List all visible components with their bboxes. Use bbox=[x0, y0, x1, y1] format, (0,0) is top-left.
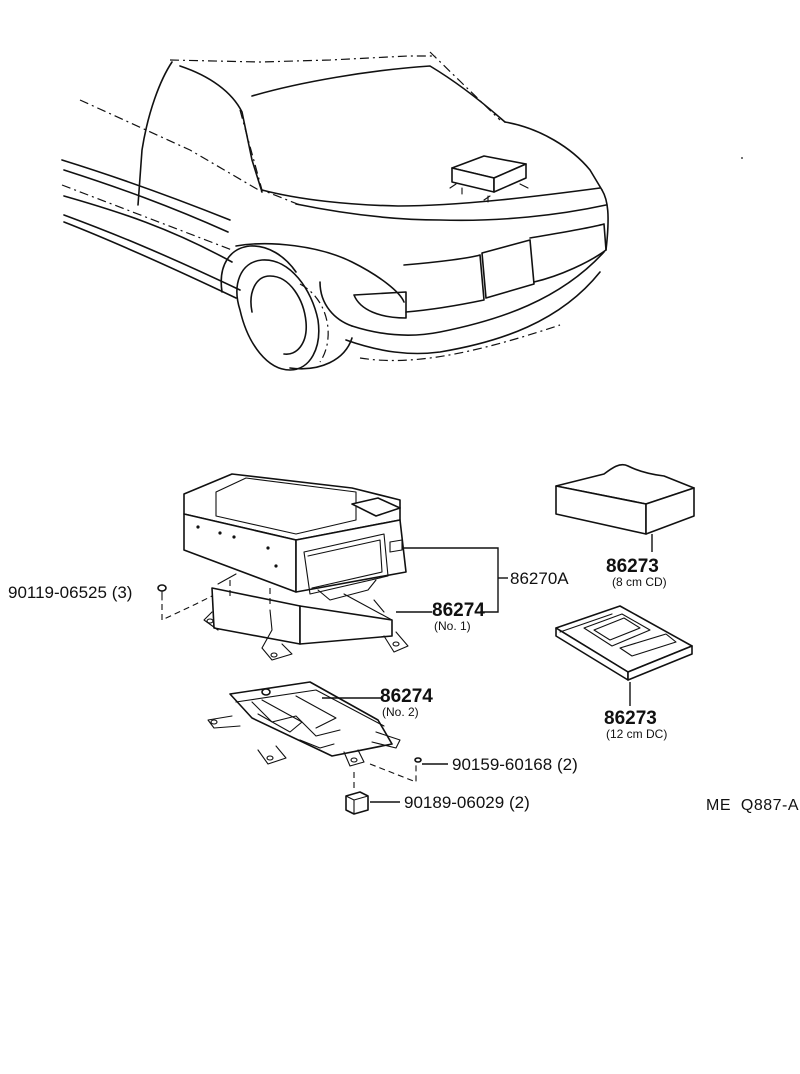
label-86274-no2: 86274 bbox=[380, 686, 433, 707]
bracket-86274-no2 bbox=[207, 681, 401, 767]
note-86273-8cm: (8 cm CD) bbox=[612, 575, 667, 589]
cd-magazine-86273-12cm bbox=[555, 605, 693, 681]
label-86273-12cm: 86273 bbox=[604, 708, 657, 729]
bracket-86274-no1 bbox=[203, 573, 409, 661]
label-90159-60168: 90159-60168 (2) bbox=[452, 755, 578, 774]
label-86273-8cm: 86273 bbox=[606, 556, 659, 577]
diagram-code: ME Q887-A bbox=[706, 797, 799, 814]
screw-90159-60168 bbox=[369, 757, 422, 783]
screw-90119-06525 bbox=[157, 584, 213, 621]
leader-lines bbox=[322, 534, 653, 803]
label-90119-06525: 90119-06525 (3) bbox=[8, 583, 132, 602]
cd-changer-unit-86270A bbox=[183, 473, 407, 601]
note-86273-12cm: (12 cm DC) bbox=[606, 727, 667, 741]
label-86274-no1: 86274 bbox=[432, 600, 485, 621]
label-86270A: 86270A bbox=[510, 569, 569, 588]
car-rear-illustration bbox=[61, 51, 743, 371]
cd-changer-location-illustration bbox=[449, 155, 529, 203]
label-90189-06029: 90189-06029 (2) bbox=[404, 793, 530, 812]
part-labels: 86270A 86274 (No. 1) 86274 (No. 2) 86273… bbox=[8, 556, 799, 814]
clip-90189-06029 bbox=[345, 772, 369, 815]
note-86274-no2: (No. 2) bbox=[382, 705, 419, 719]
cd-magazine-86273-8cm bbox=[555, 463, 695, 535]
note-86274-no1: (No. 1) bbox=[434, 619, 471, 633]
